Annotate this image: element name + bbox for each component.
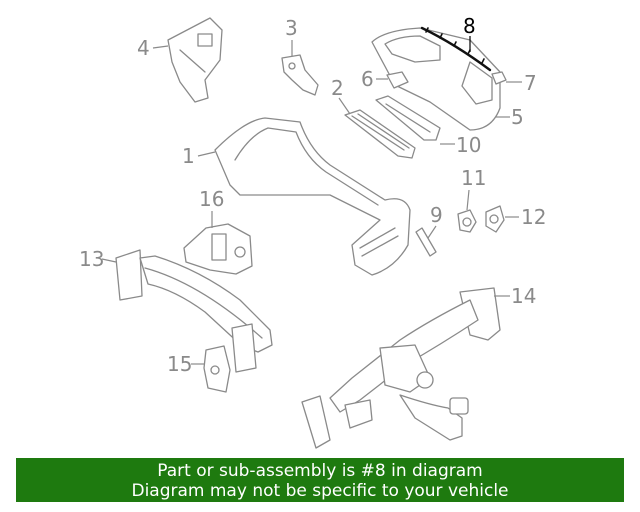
- part-13-impact-bar[interactable]: [115, 249, 273, 373]
- leader-1: [197, 151, 216, 157]
- banner-line-2: Diagram may not be specific to your vehi…: [131, 481, 509, 501]
- parts-diagram: 1 2 3 4 5 6 7 8: [79, 14, 546, 449]
- label-15: 15: [167, 352, 192, 376]
- leader-2: [338, 97, 351, 115]
- label-13: 13: [79, 247, 104, 271]
- label-3: 3: [285, 16, 298, 40]
- part-7-clip[interactable]: [491, 71, 507, 85]
- part-10-reflector[interactable]: [375, 95, 441, 141]
- label-5: 5: [511, 105, 524, 129]
- leader-4: [152, 45, 169, 49]
- label-10: 10: [456, 133, 481, 157]
- part-3-bracket[interactable]: [281, 54, 319, 96]
- label-11: 11: [461, 166, 486, 190]
- label-8: 8: [463, 14, 476, 38]
- label-7: 7: [524, 71, 537, 95]
- info-banner: Part or sub-assembly is #8 in diagram Di…: [16, 458, 624, 502]
- label-1: 1: [182, 144, 195, 168]
- leader-13: [101, 258, 117, 263]
- label-12: 12: [521, 205, 546, 229]
- label-6: 6: [361, 67, 374, 91]
- label-9: 9: [430, 203, 443, 227]
- leader-9: [427, 225, 437, 239]
- part-1-bumper-cover[interactable]: [214, 117, 411, 276]
- leader-11: [466, 189, 470, 211]
- label-14: 14: [511, 284, 536, 308]
- part-12-sensor[interactable]: [485, 205, 505, 233]
- part-15-mounting-plate[interactable]: [203, 345, 231, 393]
- label-4: 4: [137, 36, 150, 60]
- part-2-grille[interactable]: [344, 109, 416, 159]
- label-16: 16: [199, 187, 224, 211]
- part-9-trim[interactable]: [415, 227, 437, 257]
- part-6-clip[interactable]: [386, 71, 409, 89]
- banner-line-1: Part or sub-assembly is #8 in diagram: [157, 461, 483, 481]
- part-8-trim-strip[interactable]: [420, 26, 492, 72]
- part-14-tow-hitch[interactable]: [301, 287, 501, 449]
- part-4-side-bracket[interactable]: [167, 17, 223, 103]
- part-16-bracket-assembly[interactable]: [183, 223, 253, 275]
- part-11-sensor-bracket[interactable]: [457, 209, 477, 233]
- label-2: 2: [331, 76, 344, 100]
